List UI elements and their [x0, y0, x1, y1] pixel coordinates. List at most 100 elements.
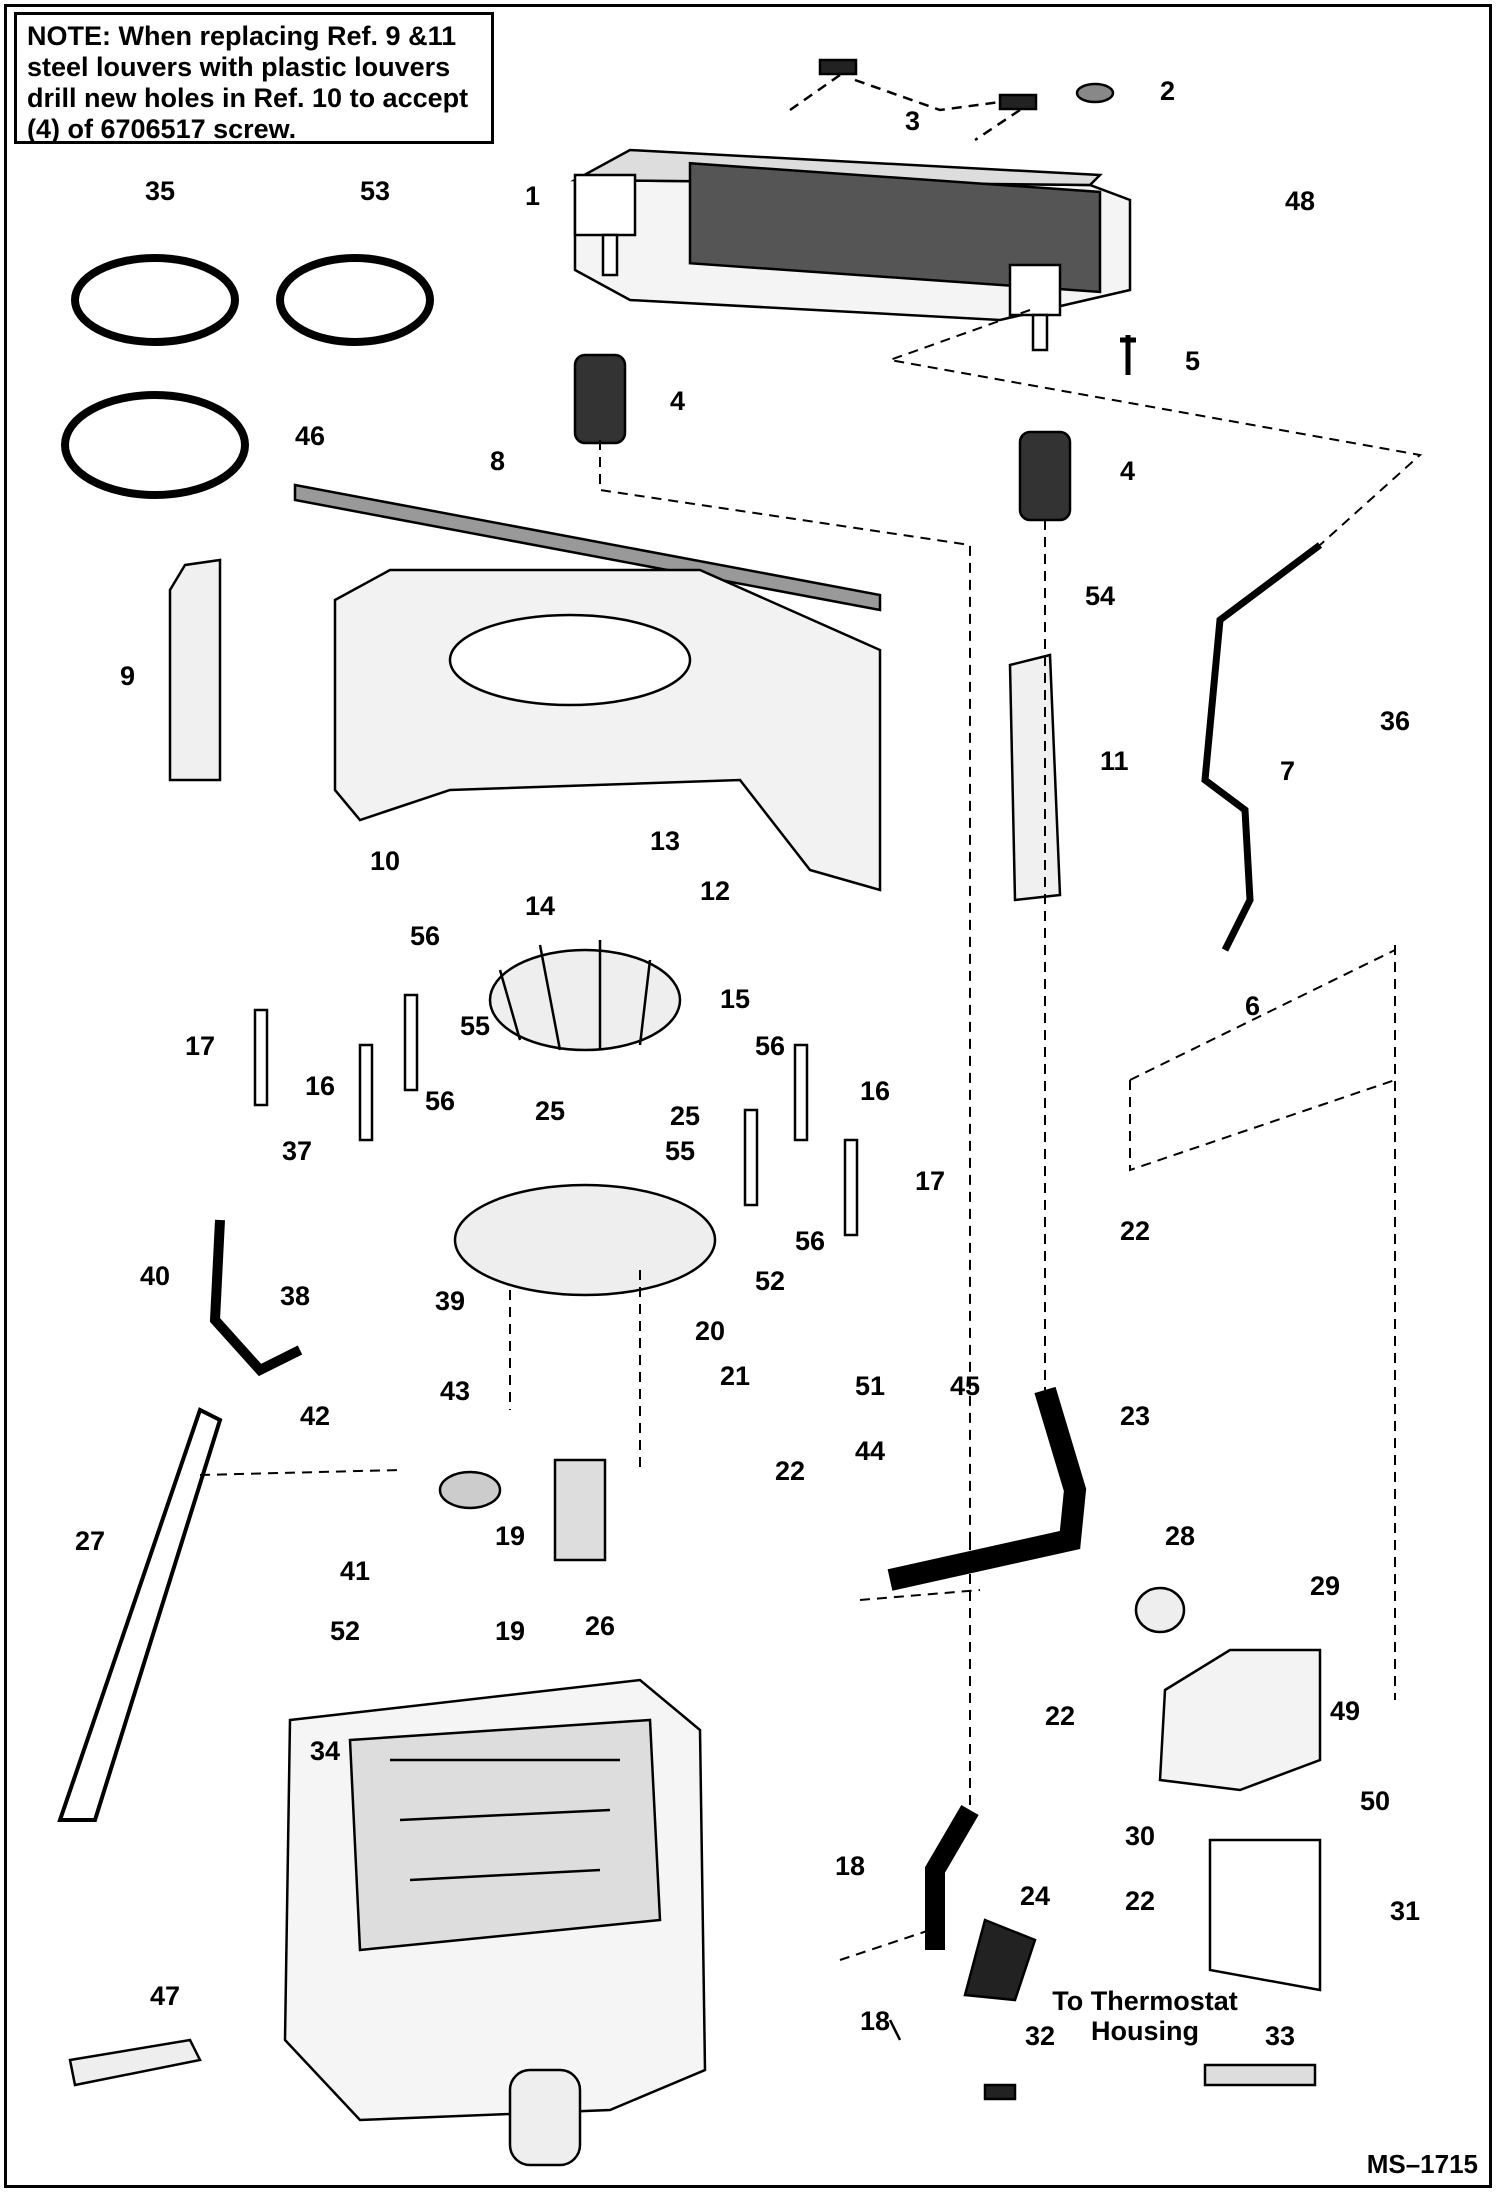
hose: [887, 1386, 1087, 1591]
callout-label: 12: [700, 876, 730, 906]
callout-label: 25: [535, 1096, 565, 1126]
callout-label: 19: [495, 1521, 525, 1551]
callout-label: 37: [282, 1136, 312, 1166]
hose: [925, 1804, 979, 1950]
callout-label: 52: [330, 1616, 360, 1646]
callout-label: 7: [1280, 756, 1295, 786]
callout-label: 20: [695, 1316, 725, 1346]
callout-label: 19: [495, 1616, 525, 1646]
callout-label: 6: [1245, 991, 1260, 1021]
belt: [57, 1407, 223, 1822]
callout-label: 18: [860, 2006, 890, 2036]
callout-label: 3: [905, 106, 920, 136]
callout-label: 33: [1265, 2021, 1295, 2051]
callout-label: 29: [1310, 1571, 1340, 1601]
callout-label: 50: [1360, 1786, 1390, 1816]
thermostat-caption-line2: Housing: [1091, 2016, 1199, 2046]
callout-label: 26: [585, 1611, 615, 1641]
pulley-plate: [453, 1183, 717, 1297]
callout-label: 9: [120, 661, 135, 691]
drawing-code: MS–1715: [1366, 2149, 1478, 2179]
callout-label: 49: [1330, 1696, 1360, 1726]
hose: [209, 1219, 303, 1377]
callout-label: 35: [145, 176, 175, 206]
callout-label: 47: [150, 1981, 180, 2011]
callout-label: 55: [460, 1011, 490, 1041]
callout-label: 25: [670, 1101, 700, 1131]
callout-label: 16: [305, 1071, 335, 1101]
hose: [1201, 542, 1323, 952]
callout-label: 39: [435, 1286, 465, 1316]
note-box: NOTE: When replacing Ref. 9 &11 steel lo…: [14, 12, 494, 144]
callout-label: 42: [300, 1401, 330, 1431]
callout-label: 45: [950, 1371, 980, 1401]
sealant-tube: [68, 2038, 202, 2087]
callout-label: 53: [360, 176, 390, 206]
callout-label: 51: [855, 1371, 885, 1401]
callout-label: 22: [775, 1456, 805, 1486]
callout-label: 24: [1020, 1881, 1050, 1911]
radiator-part: [570, 148, 1132, 352]
callout-label: 4: [670, 386, 685, 416]
callout-label: 32: [1025, 2021, 1055, 2051]
callout-label: 56: [795, 1226, 825, 1256]
note-heading: NOTE:: [27, 21, 111, 51]
callout-label: 54: [1085, 581, 1115, 611]
callout-label: 30: [1125, 1821, 1155, 1851]
diagram-frame: [4, 4, 1492, 2188]
callout-label: 2: [1160, 76, 1175, 106]
callout-label: 10: [370, 846, 400, 876]
callout-label: 8: [490, 446, 505, 476]
callout-label: 14: [525, 891, 555, 921]
callout-label: 56: [425, 1086, 455, 1116]
callout-label: 56: [410, 921, 440, 951]
callout-label: 28: [1165, 1521, 1195, 1551]
tank-bracket: [1208, 1838, 1322, 1992]
hose-coil: [71, 254, 239, 346]
callout-label: 41: [340, 1556, 370, 1586]
callout-label: 31: [1390, 1896, 1420, 1926]
callout-label: 46: [295, 421, 325, 451]
fan-shroud: [333, 568, 882, 892]
callout-label: 22: [1120, 1216, 1150, 1246]
callout-label: 4: [1120, 456, 1135, 486]
callout-label: 23: [1120, 1401, 1150, 1431]
callout-label: 43: [440, 1376, 470, 1406]
callout-label: 56: [755, 1031, 785, 1061]
louver-left: [168, 558, 222, 782]
tank-cap: [1134, 1586, 1186, 1634]
pad: [818, 58, 858, 76]
callout-label: 17: [185, 1031, 215, 1061]
callout-label: 16: [860, 1076, 890, 1106]
callout-label: 55: [665, 1136, 695, 1166]
callout-label: 36: [1380, 706, 1410, 736]
fan-blade: [488, 940, 682, 1052]
callout-label: 1: [525, 181, 540, 211]
callout-label: 17: [915, 1166, 945, 1196]
callout-label: 5: [1185, 346, 1200, 376]
callout-label: 15: [720, 984, 750, 1014]
callout-label: 21: [720, 1361, 750, 1391]
isolator: [573, 353, 627, 445]
callout-label: 52: [755, 1266, 785, 1296]
hose-coil: [276, 254, 434, 346]
bolt: [1120, 335, 1136, 375]
callout-label: 27: [75, 1526, 105, 1556]
note-text: When replacing Ref. 9 &11 steel louvers …: [27, 21, 469, 144]
coolant-tank: [1158, 1648, 1322, 1792]
hose-coil: [61, 391, 249, 499]
callout-label: 38: [280, 1281, 310, 1311]
water-pump: [553, 1458, 607, 1562]
callout-label: 22: [1045, 1701, 1075, 1731]
radiator-cap: [1075, 82, 1115, 104]
callout-label: 34: [310, 1736, 340, 1766]
callout-label: 44: [855, 1436, 885, 1466]
pad: [998, 93, 1038, 111]
callout-label: 22: [1125, 1886, 1155, 1916]
thermostat-caption-line1: To Thermostat: [1052, 1986, 1238, 2016]
callout-label: 11: [1100, 746, 1129, 776]
engine: [283, 1678, 707, 2167]
callout-label: 13: [650, 826, 680, 856]
callout-label: 48: [1285, 186, 1315, 216]
